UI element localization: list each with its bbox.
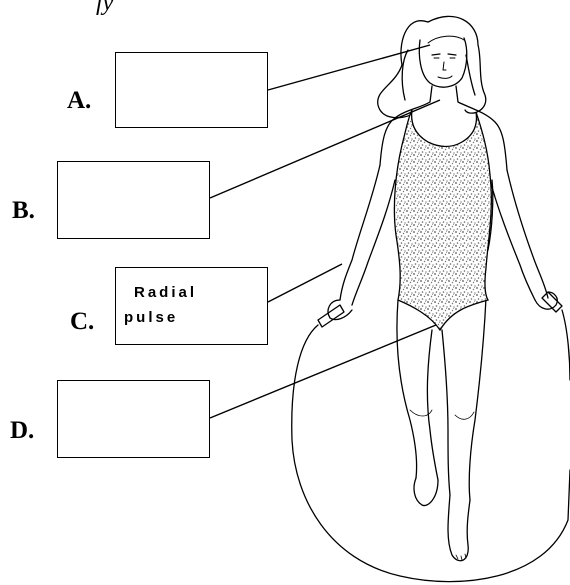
label-letter-c: C. (70, 309, 94, 334)
answer-box-d[interactable] (57, 380, 210, 458)
answer-box-c-line2: pulse (124, 310, 178, 325)
swimsuit-shaded (394, 110, 491, 330)
label-letter-d: D. (10, 418, 34, 443)
leader-line-c (268, 264, 342, 302)
answer-box-b[interactable] (57, 161, 210, 239)
label-letter-a: A. (67, 88, 91, 113)
answer-box-c-line1: Radial (134, 285, 197, 300)
leader-line-a (268, 45, 430, 90)
answer-box-c[interactable]: Radial pulse (115, 267, 268, 345)
label-letter-b: B. (12, 198, 35, 223)
answer-box-a[interactable] (115, 52, 268, 128)
